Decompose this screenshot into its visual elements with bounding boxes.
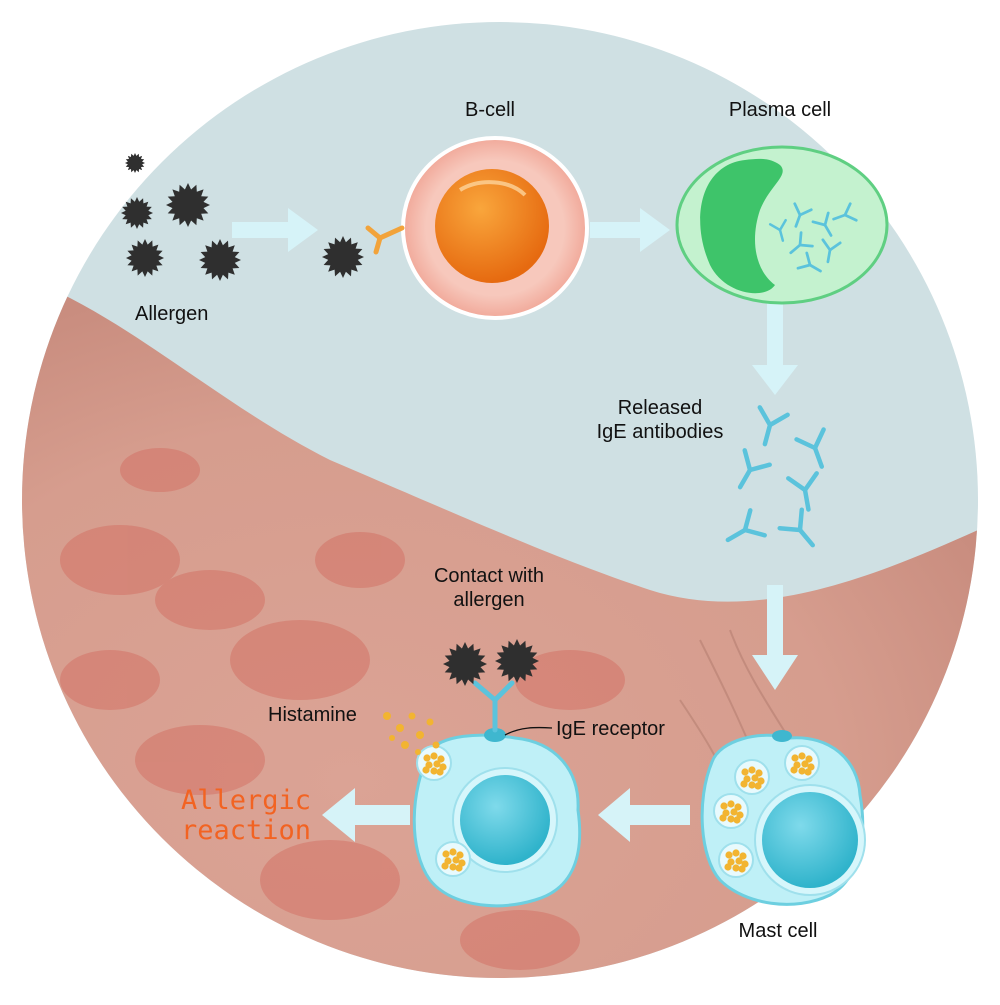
allergen-particle-icon bbox=[126, 239, 164, 277]
released-label-line1: Released bbox=[617, 397, 703, 419]
allergen-cluster bbox=[121, 153, 364, 281]
b-cell-label: B-cell bbox=[464, 99, 516, 121]
allergen-particle-icon bbox=[322, 236, 364, 278]
granule-vesicle bbox=[734, 759, 770, 795]
histamine-label: Histamine bbox=[268, 704, 357, 726]
ige-antibody-icon bbox=[786, 471, 819, 512]
allergen-particle-icon bbox=[125, 153, 145, 173]
granule-vesicle bbox=[416, 745, 452, 781]
granule-vesicle bbox=[784, 745, 820, 781]
ige-antibody-icon bbox=[777, 507, 815, 548]
released-histamine bbox=[383, 712, 440, 755]
allergen-particle-icon bbox=[495, 639, 539, 683]
allergen-label: Allergen bbox=[135, 303, 209, 325]
mast-cell-label: Mast cell bbox=[738, 920, 818, 942]
arrow-plasma-down bbox=[752, 300, 798, 395]
contact-label-line2: allergen bbox=[453, 589, 525, 611]
ige-antibody-icon bbox=[757, 405, 790, 447]
contact-label-line1: Contact with bbox=[433, 565, 545, 587]
ige-antibody-icon bbox=[789, 231, 814, 255]
ige-antibody-icon bbox=[768, 218, 787, 242]
allergic-reaction-line1: Allergic bbox=[180, 785, 312, 816]
ige-antibody-icon bbox=[796, 251, 822, 273]
ige-antibody-icon bbox=[821, 238, 842, 264]
plasma-cell-label: Plasma cell bbox=[728, 99, 832, 121]
allergen-particle-icon bbox=[166, 183, 210, 227]
arrow-mast-to-mast bbox=[598, 788, 690, 842]
ige-receptor-icon bbox=[484, 728, 506, 742]
granule-vesicle bbox=[713, 793, 749, 829]
plasma-cell-nucleus bbox=[700, 158, 783, 294]
allergic-reaction-line2: reaction bbox=[180, 815, 312, 846]
plasma-cell bbox=[675, 145, 889, 305]
granule-vesicle bbox=[435, 841, 471, 877]
allergen-particle-icon bbox=[199, 239, 241, 281]
mast-cell-nucleus bbox=[762, 792, 858, 888]
flow-arrows bbox=[232, 208, 798, 842]
bound-ige-antibody bbox=[472, 680, 515, 733]
bound-allergens bbox=[443, 639, 539, 686]
mast-cell-left bbox=[412, 726, 582, 908]
b-cell-receptor-icon bbox=[365, 225, 405, 255]
arrow-bcell-to-plasma bbox=[590, 208, 670, 252]
mast-cell-left-nucleus bbox=[460, 775, 550, 865]
b-cell bbox=[401, 136, 589, 320]
arrow-antibodies-to-mast bbox=[752, 585, 798, 690]
b-cell-nucleus bbox=[435, 169, 549, 283]
arrow-to-reaction bbox=[322, 788, 410, 842]
ige-antibody-icon bbox=[811, 211, 833, 237]
ige-antibody-icon bbox=[832, 202, 858, 222]
released-antibodies bbox=[725, 405, 826, 548]
arrow-allergen-to-bcell bbox=[232, 208, 318, 252]
released-label-line2: IgE antibodies bbox=[596, 421, 724, 443]
histamine-granules bbox=[416, 745, 820, 878]
ige-antibody-icon bbox=[737, 448, 772, 490]
ige-antibody-icon bbox=[794, 427, 826, 469]
rash-patches bbox=[60, 448, 625, 970]
allergen-particle-icon bbox=[121, 197, 153, 229]
allergen-particle-icon bbox=[443, 642, 487, 686]
ige-antibody-icon bbox=[725, 508, 767, 543]
ige-receptor-label: IgE receptor bbox=[556, 718, 665, 740]
plasma-antibodies bbox=[768, 202, 858, 273]
granule-vesicle bbox=[718, 842, 754, 878]
ige-antibody-icon bbox=[793, 202, 813, 228]
